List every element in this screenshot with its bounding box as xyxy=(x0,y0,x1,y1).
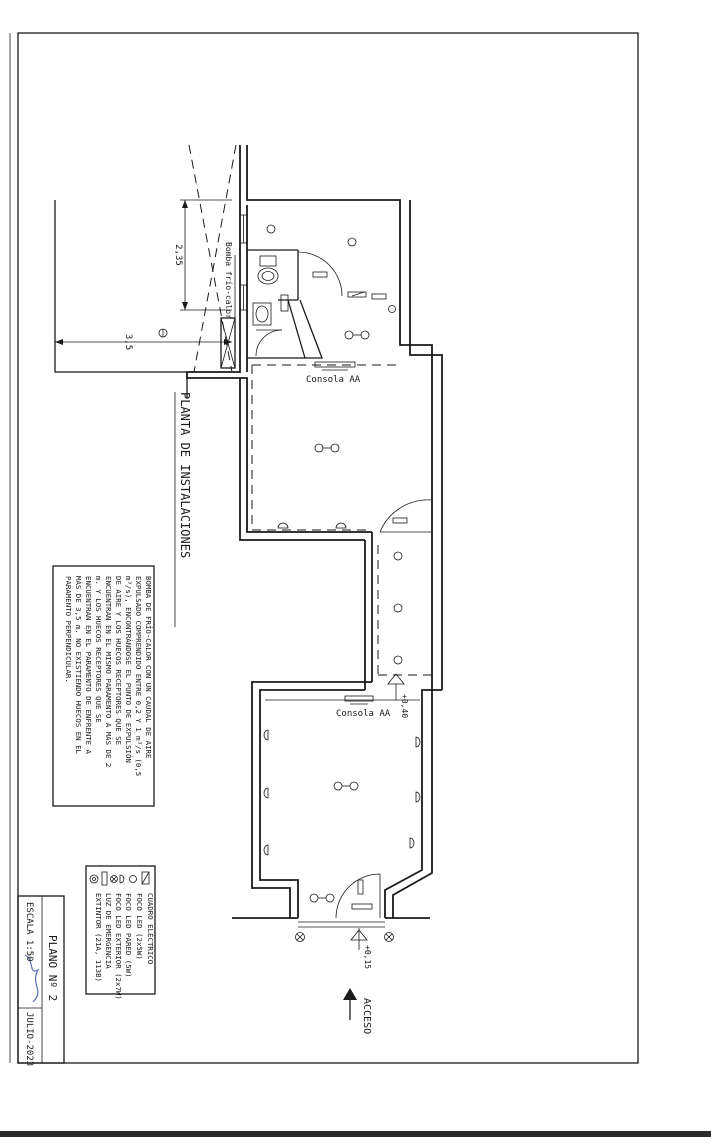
note-line-1: BOMBA DE FRÍO-CALOR CON UN CAUDAL DE AIR… xyxy=(144,576,153,758)
dimension-lines xyxy=(55,199,232,345)
note-line-8: MÁS DE 3,5 m. NO EXISTIENDO HUECOS EN EL xyxy=(74,576,83,755)
level-marker-2 xyxy=(350,928,368,950)
heat-pump-label: Bomba frío-calor xyxy=(224,242,233,319)
corridor-dashed xyxy=(377,545,432,676)
emergency-lights xyxy=(357,517,408,895)
building-walls xyxy=(186,145,443,928)
level-label-1: +0,40 xyxy=(400,694,409,718)
ac-console-upper-label: Consola AA xyxy=(306,375,361,385)
note-line-6: m. Y LOS HUECOS RECEPTORES QUE SE xyxy=(94,576,103,723)
panel-icon xyxy=(141,871,150,885)
title-block-plano: PLANO Nº 2 xyxy=(46,935,59,1001)
note-line-3: m³/s), ENCONTRÁNDOSE EL PUNTO DE EXPULSI… xyxy=(124,576,133,763)
exterior-led-icon xyxy=(110,875,118,883)
led-icon xyxy=(129,875,137,883)
ac-console-lower xyxy=(344,695,374,705)
upper-room-dashed-outline xyxy=(251,364,397,531)
note-line-4: DE AIRE Y LOS HUECOS RECEPTORES QUE SE xyxy=(114,576,123,745)
windows xyxy=(239,214,248,311)
legend-item-3: FOCO LED PARED (5W) xyxy=(124,893,133,978)
access-arrow-icon xyxy=(343,988,357,1020)
dimension-d2: 3,5 xyxy=(123,334,133,350)
note-line-2: EXPULSADO COMPRENDIDO ENTRE 0,2 Y 1 m³/s… xyxy=(134,576,143,776)
ac-console-lower-label: Consola AA xyxy=(336,709,391,719)
note-line-7: ENCUENTRAN EN EL PARAMENTO DE ENFRENTE A xyxy=(84,576,93,755)
heat-pump-light-icon xyxy=(158,328,168,338)
emergency-icon xyxy=(101,871,108,886)
title-block-fecha: JULIO-2023 xyxy=(24,1012,34,1066)
signature-mark xyxy=(24,954,40,1003)
title-block xyxy=(17,895,65,1064)
legend-item-1: CUADRO ELÉCTRICO xyxy=(146,893,155,965)
led-fixtures-double xyxy=(309,330,370,903)
legend-item-4: FOCO LED EXTERIOR (2x7W) xyxy=(114,893,123,1000)
note-box xyxy=(52,565,155,807)
legend-box xyxy=(85,865,156,995)
note-line-5: ENCUENTRAN EN EL MISMO PARAMENTO A MÁS D… xyxy=(104,576,113,767)
plan-title: PLANTA DE INSTALACIONES xyxy=(178,392,192,558)
ac-console-upper xyxy=(314,361,356,371)
heat-pump-unit xyxy=(220,255,236,369)
note-line-9: PARAMENTO PERPENDICULAR. xyxy=(64,576,73,683)
led-wall-fixtures xyxy=(263,522,421,856)
corridor-door xyxy=(379,499,433,533)
wall-led-icon xyxy=(119,874,125,884)
property-lines xyxy=(54,144,237,398)
legend-symbols xyxy=(89,871,150,886)
level-marker-1 xyxy=(387,673,405,700)
title-block-escala: ESCALA 1:50 xyxy=(24,902,34,962)
access-label: ACCESO xyxy=(361,998,372,1034)
bottom-edge-bar xyxy=(0,1131,711,1137)
note-text: BOMBA DE FRÍO-CALOR CON UN CAUDAL DE AIR… xyxy=(64,576,153,776)
level-label-2: +0,15 xyxy=(363,945,372,969)
legend-item-2: FOCO LED (2x5W) xyxy=(135,893,144,960)
led-exterior-fixtures xyxy=(295,932,394,942)
legend-item-6: EXTINTOR (21A, 113B) xyxy=(94,893,103,982)
dimension-d1: 2,35 xyxy=(173,244,183,266)
legend-item-5: LUZ DE EMERGENCIA xyxy=(104,893,113,969)
entrance-door xyxy=(335,873,381,919)
upper-rooms xyxy=(247,249,387,359)
extinguisher-icon xyxy=(89,874,99,884)
led-fixtures-single xyxy=(266,224,403,665)
sheet-frame xyxy=(17,32,639,1064)
